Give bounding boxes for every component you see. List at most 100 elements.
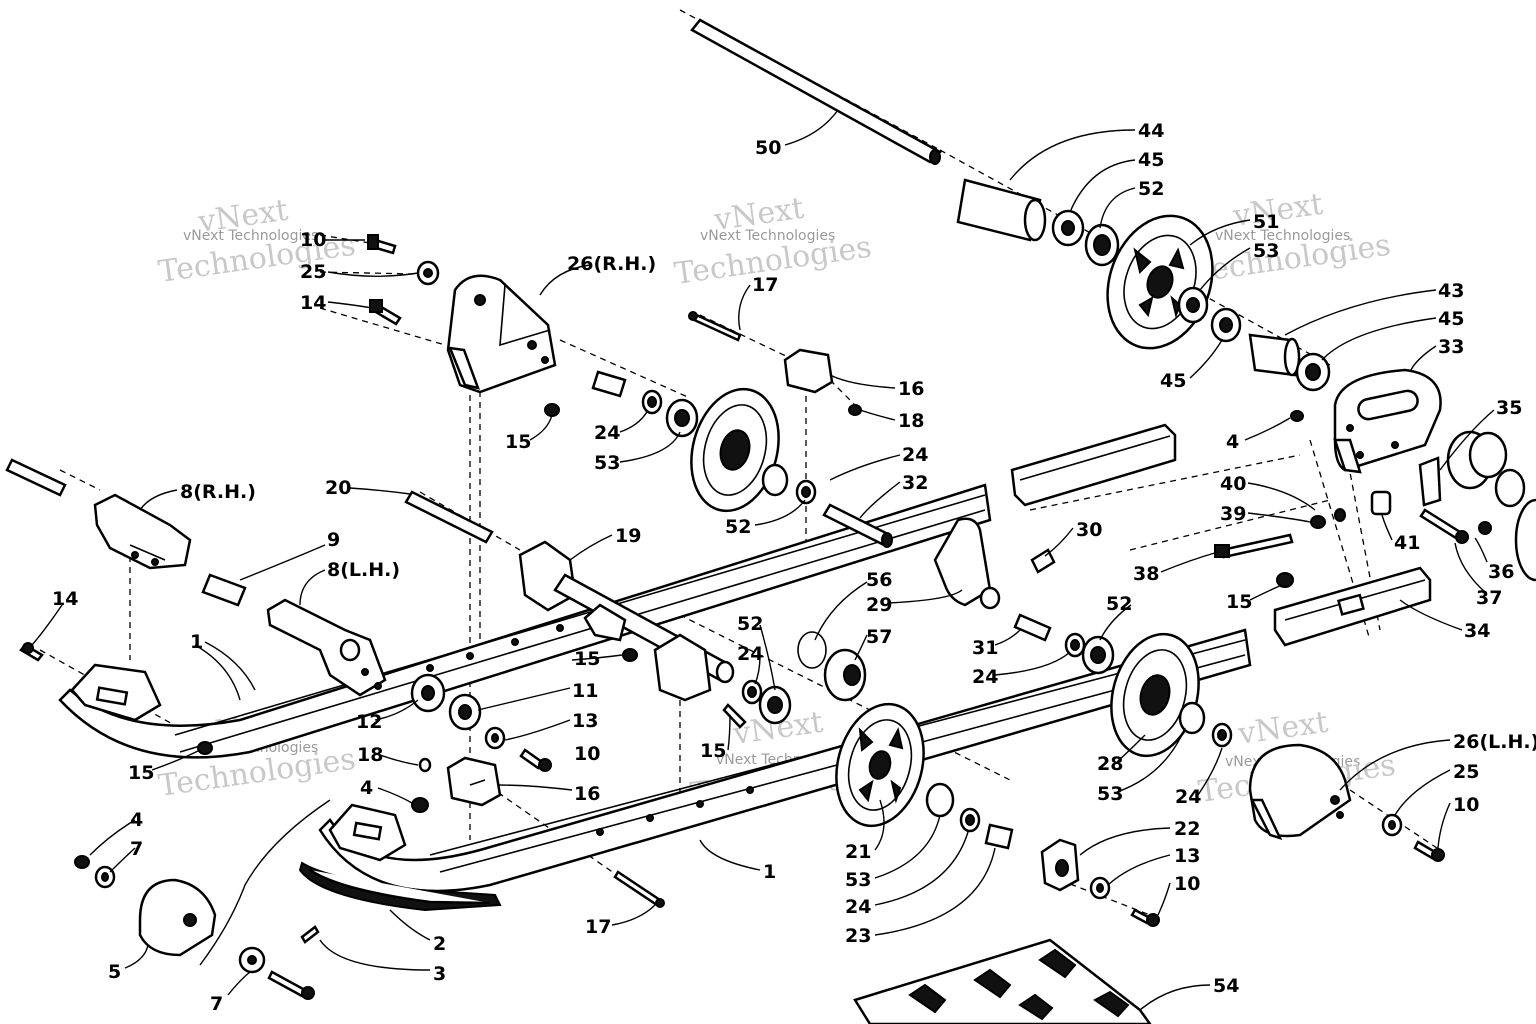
label-52: 52	[737, 613, 763, 635]
nut-4c	[74, 855, 90, 869]
label-25: 25	[1453, 761, 1479, 783]
label-29: 29	[866, 594, 892, 616]
spacer-43	[1248, 333, 1301, 377]
washer-25b	[416, 260, 440, 286]
spacer-23	[984, 823, 1014, 850]
label-26-lh: 26(L.H.)	[1453, 731, 1536, 753]
spacer-41	[1370, 490, 1392, 516]
wheel-28	[1110, 632, 1200, 758]
label-4: 4	[360, 777, 373, 799]
bearing-53a	[1177, 286, 1209, 324]
callout-labels: 50 44 45 52 51 53 43 45 33 45 35 4 40 39…	[52, 120, 1536, 1015]
washer-40	[1334, 508, 1346, 522]
label-10: 10	[574, 743, 600, 765]
spacer-upper	[591, 370, 627, 398]
bracket-8-rh	[93, 493, 192, 570]
bolt-10d	[519, 748, 552, 772]
label-52: 52	[1138, 178, 1164, 200]
rail-tip-bracket	[70, 663, 162, 722]
bushing-45c	[1210, 307, 1242, 343]
leader-lines	[31, 109, 1495, 1011]
label-10: 10	[1453, 794, 1479, 816]
label-24: 24	[972, 666, 998, 688]
axle-19	[518, 540, 735, 702]
block-22	[1040, 838, 1080, 892]
rail-piece-upper	[1010, 423, 1177, 507]
label-10: 10	[300, 229, 326, 251]
watermark-brand: vNext	[1235, 705, 1330, 752]
pin-17a	[688, 311, 742, 342]
label-17: 17	[752, 274, 778, 296]
label-9: 9	[327, 529, 340, 551]
label-31: 31	[972, 637, 998, 659]
bushing-45a	[1051, 209, 1085, 247]
washer-24a	[1064, 632, 1086, 658]
label-14: 14	[52, 588, 78, 610]
bolt-36	[1478, 521, 1492, 535]
cap-57	[823, 648, 867, 702]
label-40: 40	[1220, 473, 1246, 495]
label-53: 53	[845, 869, 871, 891]
label-38: 38	[1133, 563, 1159, 585]
slider-bracket	[328, 803, 407, 862]
pin-17b	[613, 870, 665, 908]
nut-15a	[1276, 572, 1294, 588]
label-4: 4	[1226, 431, 1239, 453]
label-16: 16	[574, 783, 600, 805]
bolt-14b	[19, 642, 44, 662]
label-36: 36	[1488, 561, 1514, 583]
label-15: 15	[700, 740, 726, 762]
label-3: 3	[433, 963, 446, 985]
label-54: 54	[1213, 975, 1239, 997]
label-16: 16	[898, 378, 924, 400]
label-53: 53	[1253, 240, 1279, 262]
bushing-45b	[1295, 352, 1331, 392]
label-28: 28	[1097, 753, 1123, 775]
label-24: 24	[902, 444, 928, 466]
bolt-14a	[369, 299, 402, 326]
label-37: 37	[1476, 587, 1502, 609]
label-7: 7	[210, 993, 223, 1015]
bearing-53d	[665, 398, 699, 438]
bolt-15e	[722, 703, 747, 729]
label-39: 39	[1220, 503, 1246, 525]
label-12: 12	[356, 711, 382, 733]
track-54	[853, 938, 1152, 1024]
label-11: 11	[572, 680, 598, 702]
bracket-26-rh	[446, 274, 557, 394]
label-53: 53	[594, 452, 620, 474]
bracket-35	[1418, 456, 1442, 507]
watermark-1: vNext vNext Technologies Technologies	[156, 193, 357, 290]
washer-24c	[1211, 722, 1233, 748]
label-1: 1	[763, 861, 776, 883]
fitting-30	[1030, 548, 1056, 574]
label-24: 24	[594, 422, 620, 444]
bearing-52d	[761, 463, 789, 497]
label-17: 17	[585, 916, 611, 938]
label-13: 13	[1174, 845, 1200, 867]
label-26-rh: 26(R.H.)	[567, 253, 656, 275]
washer-24d	[959, 807, 981, 833]
bearing-52b	[1081, 635, 1115, 675]
label-24: 24	[1175, 786, 1201, 808]
label-43: 43	[1438, 280, 1464, 302]
bracket-33	[1333, 368, 1442, 474]
label-24: 24	[737, 643, 763, 665]
washer-24f	[641, 389, 663, 415]
label-51: 51	[1253, 211, 1279, 233]
nut-15b	[544, 403, 560, 417]
rod-20	[404, 490, 494, 544]
label-44: 44	[1138, 120, 1164, 142]
spacer-9	[201, 573, 247, 607]
washer-24e	[795, 479, 817, 505]
label-8-lh: 8(L.H.)	[327, 559, 400, 581]
label-45: 45	[1438, 308, 1464, 330]
label-13: 13	[572, 710, 598, 732]
washer-13a	[1089, 876, 1111, 900]
label-56: 56	[866, 569, 892, 591]
label-33: 33	[1438, 336, 1464, 358]
spacer-44	[956, 178, 1047, 242]
label-14: 14	[300, 292, 326, 314]
label-15: 15	[1226, 591, 1252, 613]
wheel-51	[1106, 214, 1214, 350]
